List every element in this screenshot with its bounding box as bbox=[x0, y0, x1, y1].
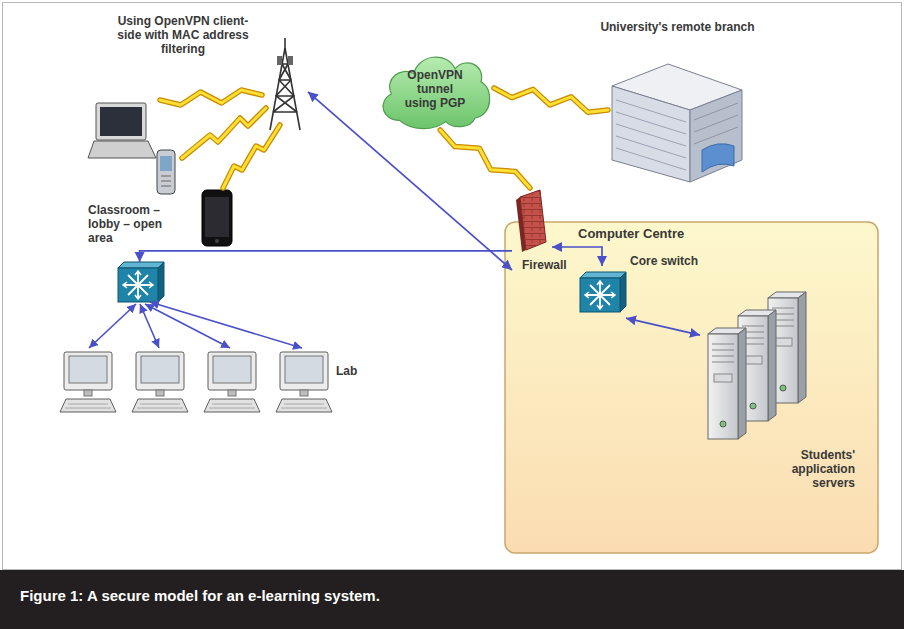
remote-branch-building-label: University's remote branch bbox=[585, 20, 770, 34]
core-switch: Core switch bbox=[580, 266, 626, 324]
wireless-link bbox=[440, 130, 530, 188]
remote-branch-building: University's remote branch bbox=[608, 58, 743, 183]
wireless-devices-label: Classroom – lobby – open area bbox=[88, 203, 176, 245]
core-switch-label: Core switch bbox=[630, 254, 714, 268]
wireless-link bbox=[160, 90, 262, 105]
figure-caption: Figure 1: A secure model for an e-learni… bbox=[20, 587, 380, 605]
lab-network: Lab bbox=[50, 262, 370, 427]
lab-network-label: Lab bbox=[336, 364, 366, 378]
computer-centre-panel: Computer CentreFirewallCore switchStuden… bbox=[505, 222, 878, 553]
wireless-tower: Using OpenVPN client-side with MAC addre… bbox=[262, 45, 308, 130]
network-link bbox=[140, 251, 512, 262]
computer-centre-panel-label: Computer Centre bbox=[578, 226, 728, 242]
firewall-label: Firewall bbox=[522, 258, 578, 272]
application-servers: Students' application servers bbox=[700, 292, 810, 442]
application-servers-label: Students' application servers bbox=[755, 448, 855, 490]
caption-band: Figure 1: A secure model for an e-learni… bbox=[0, 570, 904, 629]
firewall: Firewall bbox=[512, 188, 552, 276]
network-link bbox=[626, 318, 700, 335]
wireless-tower-label: Using OpenVPN client-side with MAC addre… bbox=[108, 14, 258, 56]
wireless-link bbox=[494, 88, 608, 112]
vpn-tunnel-cloud-label: OpenVPN tunnel using PGP bbox=[400, 68, 470, 110]
wireless-devices: Classroom – lobby – open area bbox=[84, 100, 244, 250]
vpn-tunnel-cloud: OpenVPN tunnel using PGP bbox=[376, 46, 494, 130]
